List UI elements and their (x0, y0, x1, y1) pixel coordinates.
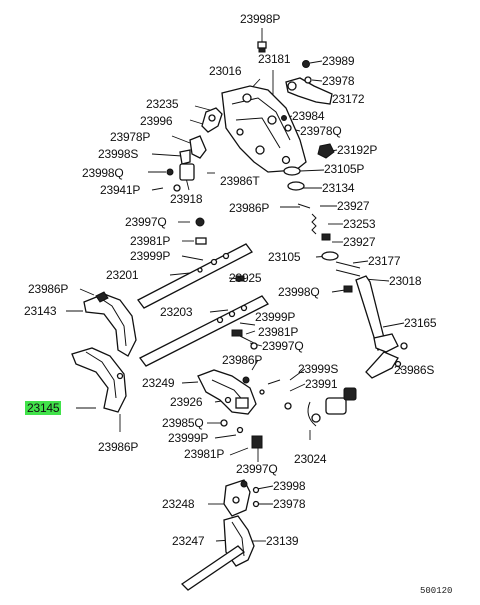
label-23978Q: 23978Q (300, 124, 342, 138)
label-23985Q: 23985Q (162, 416, 204, 430)
shift-lever-23172 (285, 60, 333, 105)
label-23181: 23181 (258, 52, 291, 66)
label-23996: 23996 (140, 114, 173, 128)
label-23998P-top: 23998P (240, 12, 281, 26)
label-23997Q-a: 23997Q (125, 215, 167, 229)
label-23986P-d: 23986P (98, 440, 139, 454)
label-23989: 23989 (322, 54, 355, 68)
label-23999P-b: 23999P (255, 310, 296, 324)
shift-fork-23143 (83, 291, 137, 357)
sheet-code: 500120 (420, 586, 453, 596)
label-23998Q: 23998Q (82, 166, 124, 180)
label-23927-b: 23927 (343, 235, 376, 249)
bolt-23998P (257, 41, 267, 53)
label-23248: 23248 (162, 497, 195, 511)
label-23998S: 23998S (98, 147, 139, 161)
label-23016: 23016 (209, 64, 242, 78)
label-23134: 23134 (322, 181, 355, 195)
shaft-23247 (180, 545, 246, 591)
label-23999P-c: 23999P (168, 431, 209, 445)
label-23145-highlighted[interactable]: 23145 (25, 401, 62, 415)
label-23981P-a: 23981P (130, 234, 171, 248)
switch-23024 (284, 387, 357, 427)
label-23143: 23143 (24, 304, 57, 318)
label-23918: 23918 (170, 192, 203, 206)
lever-23235 (166, 107, 223, 192)
label-23998Q-b: 23998Q (278, 285, 320, 299)
label-23978-bot: 23978 (273, 497, 306, 511)
label-23991: 23991 (305, 377, 338, 391)
label-23926: 23926 (170, 395, 203, 409)
label-23249: 23249 (142, 376, 175, 390)
label-23978P: 23978P (110, 130, 151, 144)
label-23986S: 23986S (394, 363, 435, 377)
shift-fork-23249 (197, 369, 281, 449)
label-23105: 23105 (268, 250, 301, 264)
label-23018: 23018 (389, 274, 422, 288)
label-23997Q-c: 23997Q (236, 462, 278, 476)
label-23986P-left: 23986P (28, 282, 69, 296)
label-23925: 23925 (229, 271, 262, 285)
selector-lever-23248 (223, 479, 260, 517)
shift-rail-23201 (137, 243, 253, 309)
label-23927-a: 23927 (337, 199, 370, 213)
label-23981P-c: 23981P (184, 447, 225, 461)
label-23986P-mid: 23986P (229, 201, 270, 215)
rail-pins (231, 275, 258, 350)
label-23253: 23253 (343, 217, 376, 231)
label-23998-bot: 23998 (273, 479, 306, 493)
shift-housing-23016 (221, 85, 307, 173)
label-23999P-a: 23999P (130, 249, 171, 263)
label-23165: 23165 (404, 316, 437, 330)
label-23235: 23235 (146, 97, 179, 111)
shift-rail-23203 (139, 295, 269, 367)
label-23024: 23024 (294, 452, 327, 466)
label-23247: 23247 (172, 534, 205, 548)
label-23172: 23172 (332, 92, 365, 106)
label-23139: 23139 (266, 534, 299, 548)
label-23192P: 23192P (337, 143, 378, 157)
label-23105P: 23105P (324, 162, 365, 176)
label-23986P-c: 23986P (222, 353, 263, 367)
interlock-stack-center (195, 166, 361, 277)
label-23997Q-b: 23997Q (262, 339, 304, 353)
label-23981P-b: 23981P (258, 325, 299, 339)
label-23201: 23201 (106, 268, 139, 282)
label-23999S: 23999S (298, 362, 339, 376)
label-23978-top: 23978 (322, 74, 355, 88)
shift-shaft-23165 (343, 275, 408, 379)
shift-fork-23145 (71, 347, 127, 413)
label-23941P: 23941P (100, 183, 141, 197)
label-23177: 23177 (368, 254, 401, 268)
small-parts-top (281, 115, 335, 159)
label-23986T: 23986T (220, 174, 260, 188)
label-23203: 23203 (160, 305, 193, 319)
label-23984: 23984 (292, 109, 325, 123)
